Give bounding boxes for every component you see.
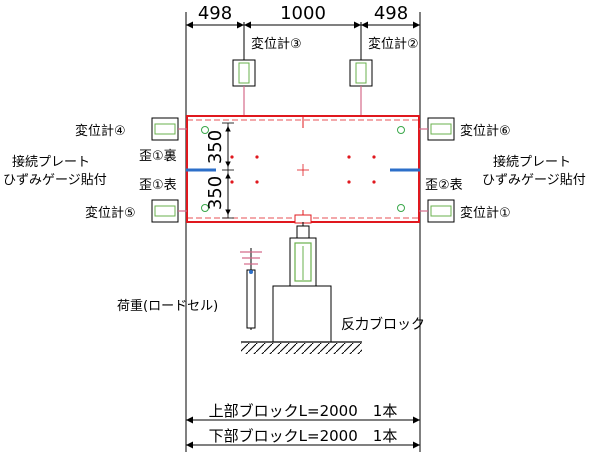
gauge-2: 変位計②: [349, 36, 419, 116]
load-label: 荷重(ロードセル): [117, 298, 218, 314]
bottom-dimensions: 上部ブロックL=2000 1本 下部ブロックL=2000 1本: [186, 402, 420, 449]
gauge-1: 変位計①: [419, 199, 511, 223]
gauge-5: 変位計⑤: [85, 199, 187, 223]
strain-1-back-label: 歪①裏: [139, 149, 177, 164]
strain-2-front-label: 歪②表: [425, 178, 463, 193]
gauge-3: 変位計③: [232, 36, 302, 116]
top-dimension: 498 1000 498: [185, 3, 421, 452]
gauge-5-label: 変位計⑤: [85, 205, 136, 221]
dim-top-left: 498: [198, 3, 232, 24]
load-cell-icon: [240, 248, 262, 330]
upper-block-label: 上部ブロックL=2000 1本: [209, 402, 398, 420]
gauge-4: 変位計④: [75, 117, 187, 141]
jack-assembly: [289, 214, 317, 287]
gauge-6-label: 変位計⑥: [460, 123, 511, 139]
dim-top-right: 498: [374, 3, 408, 24]
plate-right-line1: 接続プレート: [493, 154, 571, 170]
dim-vertical-upper: 350: [205, 130, 226, 164]
gauge-3-label: 変位計③: [251, 36, 302, 52]
dim-vertical-lower: 350: [205, 176, 226, 210]
gauge-4-label: 変位計④: [75, 123, 126, 139]
strain-1-front-label: 歪①表: [139, 178, 177, 193]
gauge-1-label: 変位計①: [460, 205, 511, 221]
gauge-2-label: 変位計②: [368, 36, 419, 52]
plate-left-line2: ひずみゲージ貼付: [3, 173, 107, 188]
plate-left-line1: 接続プレート: [12, 154, 90, 170]
gauge-6: 変位計⑥: [419, 117, 511, 141]
lower-block-label: 下部ブロックL=2000 1本: [209, 427, 398, 445]
reaction-block: [241, 285, 362, 354]
reaction-block-label: 反力ブロック: [341, 316, 425, 333]
plate-right-line2: ひずみゲージ貼付: [482, 173, 586, 188]
dim-top-center: 1000: [280, 3, 326, 24]
